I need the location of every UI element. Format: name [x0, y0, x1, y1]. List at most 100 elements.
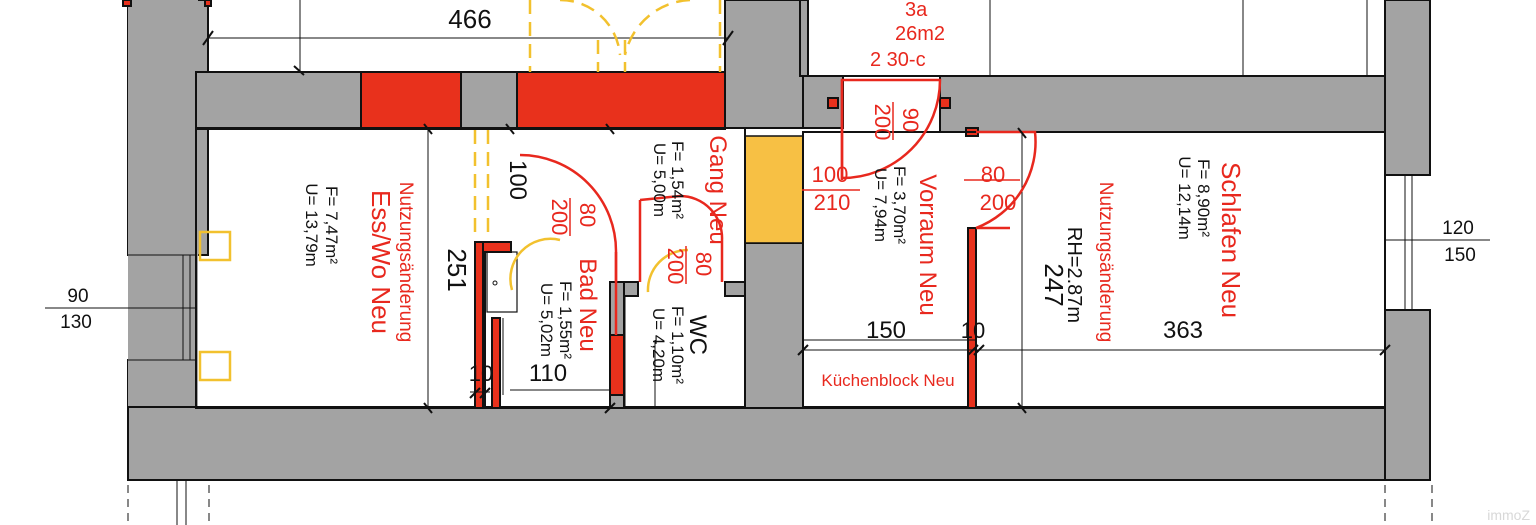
wc-area: F= 1,10m²	[668, 306, 687, 384]
wall-left-fill	[128, 0, 198, 480]
window-right	[1385, 174, 1490, 311]
window-left-width: 90	[67, 286, 88, 307]
tick-13	[479, 387, 491, 399]
tick-1	[202, 30, 214, 46]
wall-center-lower	[744, 242, 804, 409]
vorraum-door-swing	[840, 78, 942, 180]
bad-door-width: 80	[575, 203, 600, 227]
dimension-ticks	[202, 30, 1391, 414]
room-outlines	[195, 0, 1386, 409]
bad-dim-wall: 10	[469, 361, 493, 386]
bad-yellow-arc	[509, 237, 561, 291]
esswo-area-group: F= 7,47m²	[322, 186, 341, 264]
wall-top-left	[195, 71, 362, 130]
schlafen-perimeter-group: U= 12,14m	[1175, 156, 1194, 240]
window-left	[45, 230, 232, 382]
tick-7	[1017, 402, 1027, 414]
gang-name: Gang Neu	[704, 135, 731, 244]
vorraum-perimeter: U= 7,94m	[871, 168, 890, 242]
bad-door-side-group: 100	[504, 160, 531, 200]
schlafen-dim-height: 247	[1039, 263, 1069, 306]
new-wall-top-1	[360, 71, 462, 130]
vorraum-dim-width: 150	[866, 317, 906, 344]
vorraum-door-h-group: 200	[870, 104, 895, 141]
upper-swing-arc-2	[623, 0, 691, 56]
esswo-label-group: Nutzungsänderung	[395, 182, 416, 343]
bad-fixture	[486, 251, 518, 313]
gang-door-swing	[639, 194, 724, 282]
new-wall-vorraum-post-2	[939, 97, 951, 109]
tick-14	[604, 402, 616, 414]
bad-dim-width: 110	[529, 360, 567, 387]
gang-perimeter-group: U= 5,00m	[650, 143, 669, 217]
bad-door-h-group: 200	[547, 199, 572, 236]
schlafen-usage-group: Nutzungsänderung	[1095, 182, 1116, 343]
bad-dim-door-side: 100	[504, 160, 531, 200]
schlafen-rh-group: RH=2.87m	[1063, 227, 1085, 323]
schlafen-usage: Nutzungsänderung	[1095, 182, 1116, 343]
vorraum-door-height: 200	[870, 104, 895, 141]
room-3a-area: 26m2	[895, 23, 945, 45]
tick-2	[722, 30, 734, 46]
bad-door-swing	[519, 153, 618, 282]
esswo-area: F= 7,47m²	[322, 186, 341, 264]
vorraum-dim-wall: 10	[961, 318, 985, 343]
bath-yellow-swings	[509, 237, 689, 293]
vorraum-name: Vorraum Neu	[914, 174, 941, 315]
vorraum-perimeter-group: U= 7,94m	[871, 168, 890, 242]
bad-area: F= 1,55m²	[556, 281, 575, 359]
tick-4	[423, 123, 433, 135]
entry-height: 210	[814, 190, 851, 215]
bad-door-w-group: 80	[575, 203, 600, 227]
room-3a-name: 3a	[905, 0, 928, 21]
window-right-height: 150	[1444, 245, 1476, 266]
schlafen-name-group: Schlafen Neu	[1216, 162, 1246, 318]
new-door-swings	[519, 78, 1037, 335]
wall-bottom	[127, 406, 1429, 481]
bad-door-height: 200	[547, 199, 572, 236]
tick-15	[505, 123, 515, 135]
schlafen-dim-group: 247	[1039, 263, 1069, 306]
tick-3	[293, 65, 305, 76]
new-wall-corner-1	[122, 0, 132, 7]
tick-10	[973, 344, 985, 356]
tick-5	[423, 402, 433, 414]
tick-9	[967, 344, 979, 356]
wall-wc-corner	[623, 281, 639, 297]
tick-8	[797, 344, 809, 356]
vorraum-door-width: 90	[898, 108, 923, 132]
wall-vorraum-top-right	[939, 75, 1386, 133]
schlafen-door-height: 200	[980, 190, 1017, 215]
vorraum-name-group: Vorraum Neu	[914, 174, 941, 315]
tick-12	[469, 387, 481, 399]
tick-16	[605, 123, 615, 135]
esswo-name: Ess/Wo Neu	[366, 190, 396, 334]
gang-door-height: 200	[663, 248, 688, 285]
outline-left-block	[195, 127, 746, 409]
gang-area-group: F= 1,54m²	[668, 141, 687, 219]
schlafen-area: F= 8,90m²	[1194, 159, 1213, 237]
gang-door-w-group: 80	[691, 252, 716, 276]
bad-area-group: F= 1,55m²	[556, 281, 575, 359]
vorraum-door-w-group: 90	[898, 108, 923, 132]
bad-name: Bad Neu	[574, 258, 601, 351]
bad-perimeter: U= 5,02m	[537, 283, 556, 357]
schlafen-door-width: 80	[981, 162, 1005, 187]
window-right-width: 120	[1442, 218, 1474, 239]
wall-right-lower	[1384, 309, 1431, 481]
window-left-height: 130	[60, 312, 92, 333]
new-wall-corner-2	[204, 0, 212, 7]
esswo-perimeter: U= 13,79m	[302, 183, 321, 267]
schlafen-area-group: F= 8,90m²	[1194, 159, 1213, 237]
existing-walls	[127, 0, 1431, 481]
schlafen-perimeter: U= 12,14m	[1175, 156, 1194, 240]
bad-perimeter-group: U= 5,02m	[537, 283, 556, 357]
schlafen-dim-width: 363	[1163, 317, 1203, 344]
watermark-logo: immoZ	[1487, 507, 1530, 523]
outline-right-block	[802, 131, 1386, 409]
lower-dashed-lines	[127, 480, 1433, 525]
new-wall-bad-right	[609, 334, 625, 396]
wall-top-mid	[460, 71, 518, 130]
wc-perimeter-group: U= 4,20m	[649, 308, 668, 382]
